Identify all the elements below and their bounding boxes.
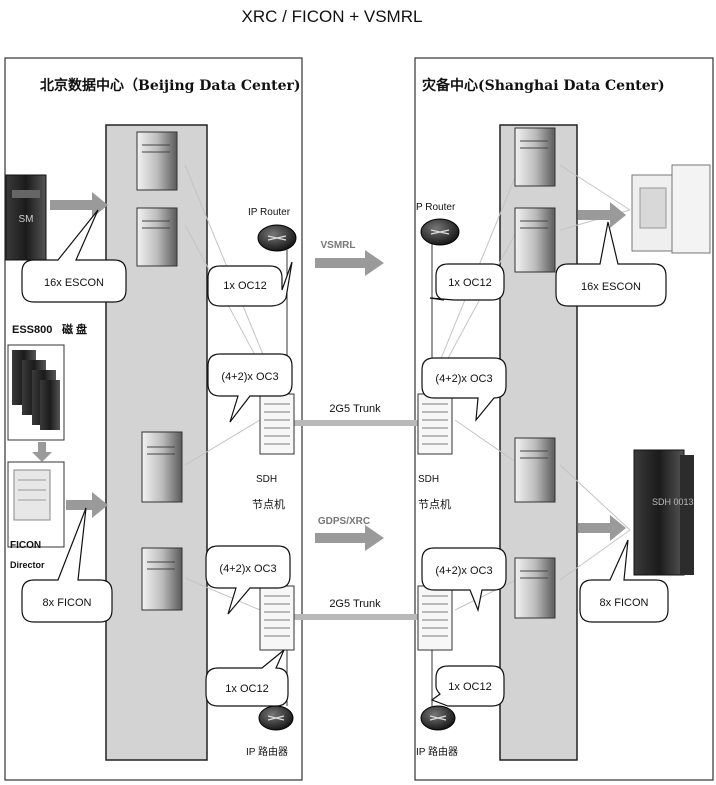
right-arrow-icon — [50, 192, 108, 218]
oc12-callout-bottom-left — [205, 649, 289, 707]
oc3-callout-bottom-right — [421, 547, 507, 613]
sdh-node-icon — [259, 393, 295, 455]
server-icon — [136, 131, 178, 191]
beijing-site-frame — [4, 57, 303, 781]
sdh-node-icon — [417, 585, 453, 651]
sdh-node-icon — [259, 585, 295, 651]
server-icon — [141, 431, 183, 503]
shanghai-site-label: 灾备中心(Shanghai Data Center) — [422, 77, 665, 94]
oc3-label-bottom-right: (4+2)x OC3 — [435, 565, 492, 577]
gdps-arrow-icon — [315, 525, 384, 551]
server-icon — [514, 127, 556, 187]
oc3-callout-top-left — [207, 353, 293, 423]
ip-router-icon — [257, 224, 297, 252]
disk-label: 磁 盘 — [62, 322, 87, 336]
oc12-label-top-left: 1x OC12 — [223, 280, 266, 292]
oc12-label-bottom-left: 1x OC12 — [225, 683, 268, 695]
disk-array-icon — [7, 344, 65, 441]
ficon-director-icon — [7, 461, 65, 548]
node-label-left: 节点机 — [252, 497, 285, 511]
node-label-right: 节点机 — [418, 497, 451, 511]
oc3-label-bottom-left: (4+2)x OC3 — [219, 563, 276, 575]
ficon-device-label: FICON — [10, 540, 41, 551]
tape-library-icon: SM — [5, 174, 47, 261]
vsmrl-arrow-icon — [315, 250, 384, 276]
tape-library-icon — [631, 164, 711, 254]
svg-text:SM: SM — [19, 214, 34, 225]
trunk-label-top: 2G5 Trunk — [329, 403, 381, 415]
ip-router-label-left: IP Router — [248, 207, 291, 218]
oc3-label-top-right: (4+2)x OC3 — [435, 373, 492, 385]
oc12-label-bottom-right: 1x OC12 — [448, 681, 491, 693]
ip-router-icon — [420, 218, 460, 246]
oc3-callout-top-right — [421, 357, 507, 422]
trunk-line-top — [290, 420, 420, 426]
director-label: Director — [10, 560, 45, 570]
router-links — [286, 244, 433, 706]
server-icon — [136, 207, 178, 267]
ip-router-label-bottom-left: IP 路由器 — [246, 745, 288, 758]
server-icon — [141, 547, 183, 611]
disk-array-icon: SDH 0013 — [633, 449, 694, 576]
oc12-callout-bottom-right — [430, 665, 505, 707]
arrow-icons — [50, 192, 626, 551]
ficon-callout-left — [21, 507, 113, 623]
shanghai-site-frame — [414, 57, 714, 781]
ficon-label-right: 8x FICON — [600, 597, 649, 609]
vsmrl-label: VSMRL — [321, 240, 356, 251]
down-arrow-icon — [32, 442, 52, 462]
server-icon — [514, 207, 556, 273]
sdh-label-left: SDH — [256, 474, 277, 485]
oc12-label-top-right: 1x OC12 — [448, 277, 491, 289]
ficon-callout-right — [579, 539, 669, 623]
escon-label-left: 16x ESCON — [44, 277, 104, 289]
server-icon — [514, 437, 556, 503]
server-icon — [514, 557, 556, 619]
escon-callout-right — [555, 221, 667, 307]
ip-router-label-right: P Router — [416, 202, 456, 213]
right-arrow-icon — [578, 202, 626, 228]
escon-label-right: 16x ESCON — [581, 281, 641, 293]
ip-router-label-bottom-right: IP 路由器 — [416, 745, 458, 758]
right-arrow-icon — [578, 515, 626, 541]
svg-text:SDH 0013: SDH 0013 — [652, 497, 694, 507]
trunk-line-bottom — [290, 614, 420, 620]
sdh-label-right: SDH — [418, 474, 439, 485]
oc12-callout-top-left — [207, 261, 293, 307]
escon-callout-left — [21, 209, 127, 303]
trunk-label-bottom: 2G5 Trunk — [329, 598, 381, 610]
diagram-title: XRC / FICON + VSMRL — [242, 7, 423, 26]
ip-router-icon — [420, 705, 456, 731]
oc3-callout-bottom-left — [205, 545, 291, 615]
sdh-node-icon — [417, 393, 453, 455]
ip-router-icon — [258, 705, 294, 731]
ess800-label: ESS800 — [12, 324, 52, 336]
ficon-label-left: 8x FICON — [43, 597, 92, 609]
oc12-callout-top-right — [429, 263, 505, 301]
gdps-label: GDPS/XRC — [318, 516, 370, 527]
beijing-site-label: 北京数据中心（Beijing Data Center) — [40, 77, 301, 94]
right-arrow-icon — [66, 492, 108, 518]
oc3-label-top-left: (4+2)x OC3 — [221, 371, 278, 383]
